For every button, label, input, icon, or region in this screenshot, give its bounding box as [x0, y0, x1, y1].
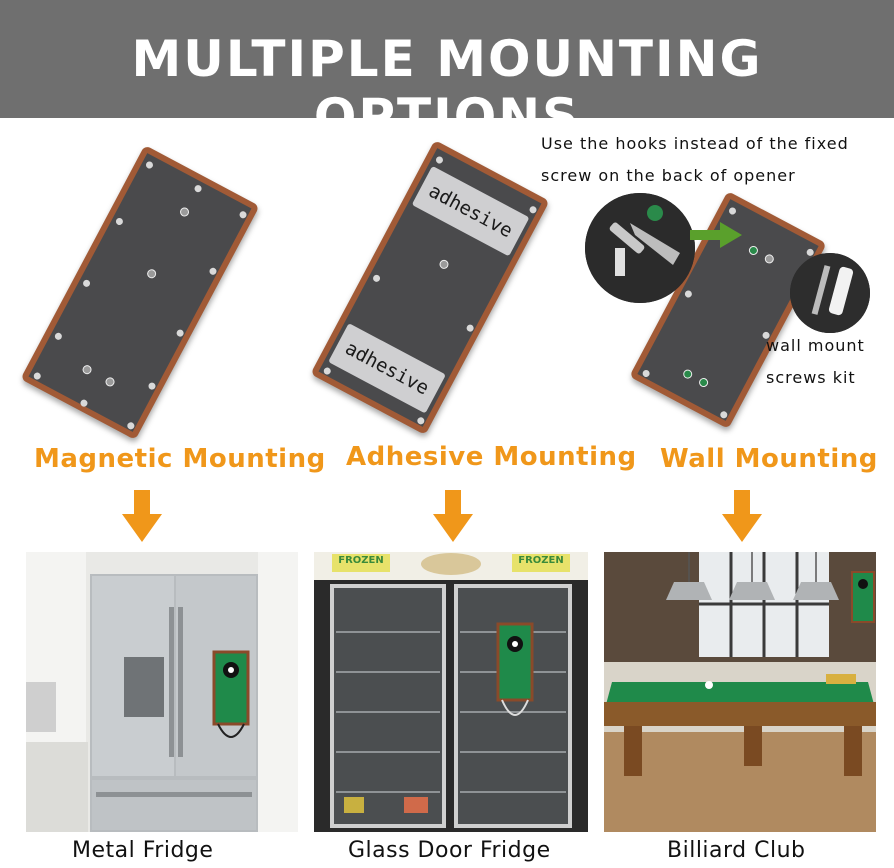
billiard-club-photo: [604, 552, 876, 832]
screw-kit-image: [790, 253, 870, 333]
heading-wall-mounting: Wall Mounting: [660, 444, 878, 474]
adhesive-mounting-plate: adhesive adhesive: [310, 139, 550, 436]
heading-adhesive-mounting: Adhesive Mounting: [346, 442, 637, 472]
green-arrow-icon: [690, 222, 742, 248]
hooks-instruction-note: Use the hooks instead of the fixed screw…: [541, 128, 894, 192]
down-arrow-icon-magnetic: [122, 490, 162, 542]
kit-note-line-2: screws kit: [766, 368, 856, 387]
metal-fridge-photo: [26, 552, 298, 832]
heading-magnetic-mounting: Magnetic Mounting: [34, 444, 326, 474]
banner-title: MULTIPLE MOUNTING OPTIONS: [131, 30, 763, 146]
down-arrow-icon-wall: [722, 490, 762, 542]
hooks-note-line-1: Use the hooks instead of the fixed: [541, 134, 849, 153]
caption-glass-door-fridge: Glass Door Fridge: [348, 838, 551, 863]
screw-kit-note: wall mount screws kit: [766, 330, 894, 394]
caption-billiard-club: Billiard Club: [667, 838, 806, 863]
frozen-label-left: FROZEN: [338, 555, 384, 566]
down-arrow-icon-adhesive: [433, 490, 473, 542]
adhesive-sticker-top: adhesive: [411, 165, 530, 257]
frozen-label-right: FROZEN: [518, 555, 564, 566]
glass-door-fridge-photo: FROZEN FROZEN: [314, 552, 588, 832]
caption-metal-fridge: Metal Fridge: [72, 838, 214, 863]
hook-closeup-image: [585, 193, 695, 303]
magnetic-mounting-plate: [20, 144, 260, 441]
hooks-note-line-2: screw on the back of opener: [541, 166, 796, 185]
title-banner: MULTIPLE MOUNTING OPTIONS: [0, 0, 894, 146]
kit-note-line-1: wall mount: [766, 336, 865, 355]
adhesive-sticker-bottom: adhesive: [328, 323, 446, 414]
